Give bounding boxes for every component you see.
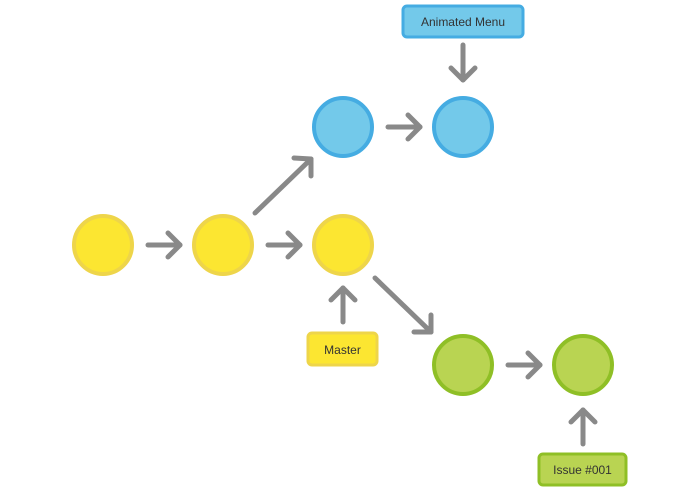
- master-commit-2: [192, 214, 254, 276]
- feature-commit-2: [432, 96, 494, 158]
- feature-commit-1: [312, 96, 374, 158]
- branch-label-feature: Animated Menu: [401, 4, 525, 39]
- arrow-issue-1-to-2: [505, 350, 543, 380]
- master-commit-1: [72, 214, 134, 276]
- commit-nodes: [72, 96, 614, 396]
- arrow-feature-label-pointer: [448, 42, 478, 83]
- arrow-issue-label-pointer: [568, 407, 598, 447]
- branch-label-issue: Issue #001: [537, 452, 628, 487]
- branch-label-master: Master: [306, 331, 379, 367]
- arrow-master-to-feature: [252, 155, 314, 216]
- issue-commit-1: [432, 334, 494, 396]
- arrow-master-1-to-2: [145, 230, 183, 260]
- issue-commit-2: [552, 334, 614, 396]
- arrow-master-2-to-3: [265, 230, 303, 260]
- commit-arrows: [145, 42, 598, 447]
- branch-label-master-text: Master: [324, 343, 361, 357]
- arrow-feature-1-to-2: [385, 112, 423, 142]
- branch-label-issue-text: Issue #001: [553, 463, 612, 477]
- branch-label-feature-text: Animated Menu: [421, 15, 505, 29]
- master-commit-3: [312, 214, 374, 276]
- arrow-master-to-issue: [372, 275, 434, 335]
- arrow-master-label-pointer: [328, 285, 358, 325]
